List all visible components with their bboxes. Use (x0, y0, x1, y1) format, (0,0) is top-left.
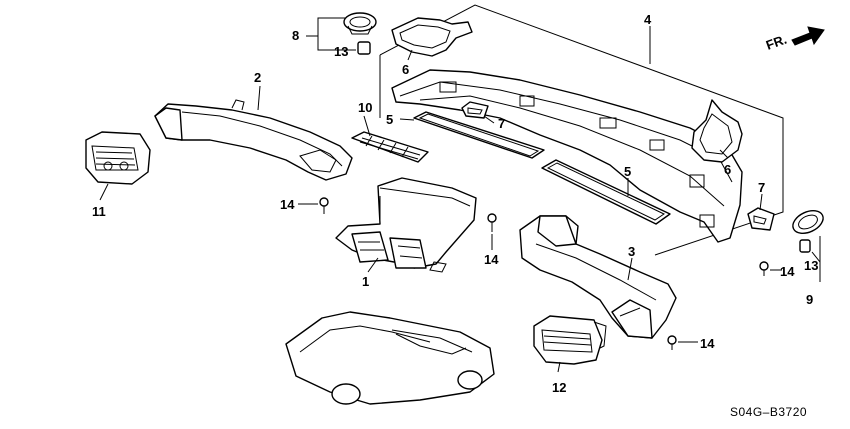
callout-7-upper: 7 (498, 116, 505, 131)
callout-5-lower: 5 (624, 164, 631, 179)
callout-14-center: 14 (484, 252, 499, 267)
part-12-lower-vent (533, 315, 607, 365)
part-7-clip-upper (461, 101, 489, 119)
callout-1: 1 (362, 274, 369, 289)
callout-8: 8 (292, 28, 299, 43)
part-13-clip-right (799, 239, 811, 253)
callout-14-right: 14 (780, 264, 795, 279)
screw-14d (667, 335, 677, 350)
callout-3: 3 (628, 244, 635, 259)
callout-14-left: 14 (280, 197, 295, 212)
part-6-gasket-right (691, 99, 743, 163)
part-2-left-duct (154, 99, 353, 181)
car-outline-icon (285, 311, 495, 405)
leader-lines (99, 17, 821, 373)
callout-7-right: 7 (758, 180, 765, 195)
callout-13-right: 13 (804, 258, 818, 273)
part-6-gasket-top (391, 17, 473, 57)
callout-10: 10 (358, 100, 372, 115)
part-9-right-vent (792, 209, 824, 235)
part-5-seal-upper (413, 111, 545, 159)
part-1-center-duct (335, 177, 477, 273)
callout-5-upper: 5 (386, 112, 393, 127)
part-3-right-duct (519, 215, 677, 339)
direction-label: FR. (764, 32, 789, 53)
screw-14c (759, 261, 769, 276)
part-5-seal-lower (541, 159, 671, 225)
part-7-clip-right (747, 207, 775, 231)
part-8-vent-bezel (343, 12, 377, 35)
callout-14-lower: 14 (700, 336, 715, 351)
diagram-code: S04G–B3720 (730, 405, 807, 419)
callout-4: 4 (644, 12, 652, 27)
callout-9: 9 (806, 292, 813, 307)
part-11-left-vent (85, 131, 151, 185)
forward-direction-arrow: FR. (764, 26, 825, 53)
callout-6-top: 6 (402, 62, 409, 77)
part-10-center-grille (351, 131, 429, 163)
callout-labels: 2 4 8 13 6 10 5 7 6 5 7 11 14 14 1 3 14 … (92, 12, 818, 395)
callout-11: 11 (92, 204, 106, 219)
part-13-clip-top (357, 41, 371, 55)
screw-14a (319, 197, 329, 214)
callout-12: 12 (552, 380, 566, 395)
callout-6-right: 6 (724, 162, 731, 177)
screw-14b (487, 213, 497, 232)
callout-13-top: 13 (334, 44, 348, 59)
callout-2: 2 (254, 70, 261, 85)
